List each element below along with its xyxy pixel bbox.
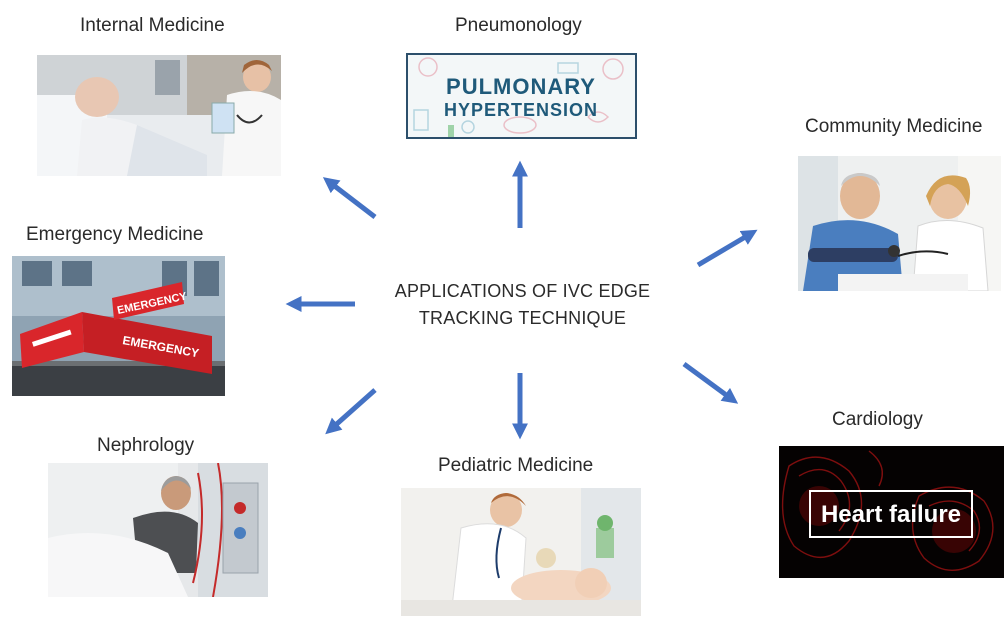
nephrology-image [48,463,268,597]
center-title-line-2: TRACKING TECHNIQUE [418,308,627,328]
label-cardiology: Cardiology [832,409,923,430]
arrow-to-nephrology [325,388,377,435]
center-title: APPLICATIONS OF IVC EDGE TRACKING TECHNI… [380,278,665,332]
label-pediatric-medicine: Pediatric Medicine [438,455,594,476]
arrow-to-cardiology [682,361,739,404]
label-emergency-medicine: Emergency Medicine [26,224,204,245]
pneumonology-image: PULMONARY HYPERTENSION [406,53,637,139]
internal-medicine-image [37,55,281,176]
cardiology-image: Heart failure [779,446,1004,578]
label-pneumonology: Pneumonology [455,15,582,36]
arrow-to-internal-medicine [322,177,377,219]
label-internal-medicine: Internal Medicine [80,15,225,36]
arrow-to-community-medicine [696,229,758,268]
pulmonary-line-1: PULMONARY [446,74,596,99]
community-medicine-image [798,156,1001,291]
label-nephrology: Nephrology [97,435,195,456]
heart-failure-text: Heart failure [821,501,961,528]
center-title-line-1: APPLICATIONS OF IVC EDGE [394,281,651,301]
pediatric-medicine-image [401,488,641,616]
emergency-medicine-image: EMERGENCY EMERGENCY [12,256,225,396]
label-community-medicine: Community Medicine [805,116,983,137]
pulmonary-line-2: HYPERTENSION [444,100,598,120]
